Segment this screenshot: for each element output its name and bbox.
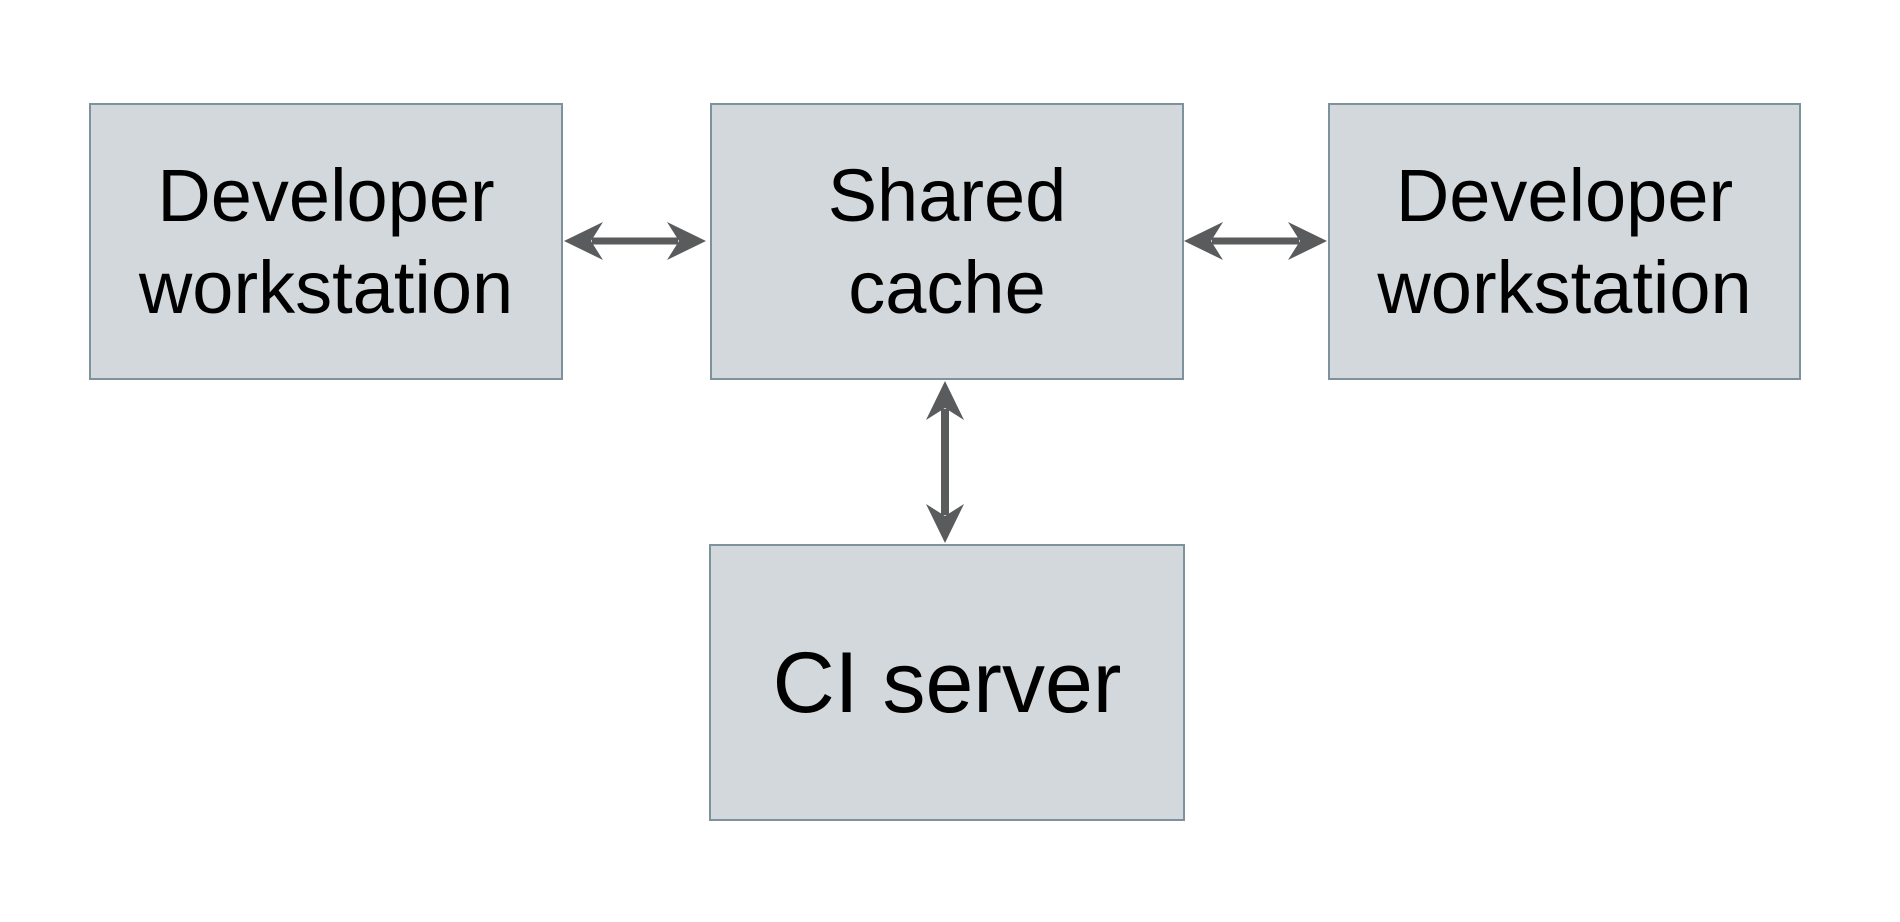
arrowhead-right-icon xyxy=(1288,222,1327,260)
double-arrow-icon-shared-cache-ci-server xyxy=(926,381,964,543)
node-label-shared-cache: Shared cache xyxy=(827,153,1067,329)
node-ci-server: CI server xyxy=(709,544,1185,821)
node-label-ci-server: CI server xyxy=(772,634,1122,731)
arrowhead-up-icon xyxy=(926,381,964,420)
node-label-developer-workstation-right: Developer workstation xyxy=(1377,153,1752,329)
node-developer-workstation-left: Developer workstation xyxy=(89,103,563,380)
node-developer-workstation-right: Developer workstation xyxy=(1328,103,1801,380)
arrowhead-down-icon xyxy=(926,504,964,543)
double-arrow-icon-shared-cache-right-workstation xyxy=(1184,222,1327,260)
node-label-developer-workstation-left: Developer workstation xyxy=(138,153,514,329)
arrowhead-right-icon xyxy=(667,222,706,260)
double-arrow-icon-left-workstation-shared-cache xyxy=(564,222,706,260)
arrowhead-left-icon xyxy=(1184,222,1223,260)
node-shared-cache: Shared cache xyxy=(710,103,1184,380)
arrowhead-left-icon xyxy=(564,222,603,260)
